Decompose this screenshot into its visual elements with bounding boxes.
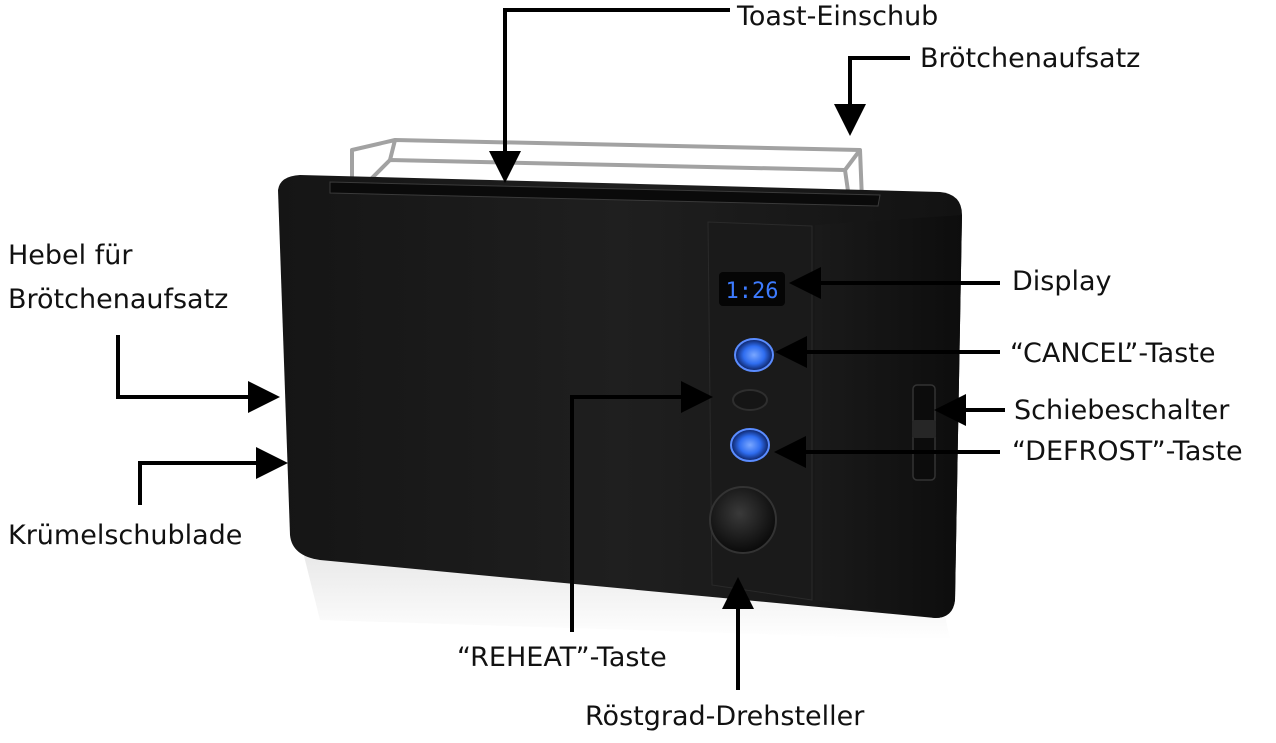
- leader-lines: [116, 8, 1005, 690]
- leader-reheat: [570, 381, 713, 632]
- slide-switch-knob[interactable]: [912, 420, 936, 438]
- label-toast-slot: Toast-Einschub: [737, 1, 939, 32]
- label-slide-switch: Schiebeschalter: [1014, 395, 1230, 426]
- label-display: Display: [1012, 266, 1112, 297]
- toaster-side-panel: [815, 215, 962, 618]
- leader-lever: [116, 335, 280, 413]
- browning-dial[interactable]: [709, 486, 777, 554]
- reheat-button[interactable]: [732, 389, 768, 411]
- label-bun-rack: Brötchenaufsatz: [920, 43, 1141, 74]
- label-crumb-tray: Krümelschublade: [8, 520, 243, 551]
- label-reheat-button: “REHEAT”-Taste: [457, 642, 667, 673]
- label-defrost-button: “DEFROST”-Taste: [1012, 436, 1243, 467]
- defrost-button[interactable]: [730, 428, 770, 462]
- display: [719, 272, 785, 306]
- label-cancel-button: “CANCEL”-Taste: [1010, 338, 1216, 369]
- leader-bun-rack: [834, 56, 910, 136]
- leader-toast-slot: [489, 8, 730, 183]
- leader-crumb-tray: [138, 447, 288, 505]
- display-value: 1:26: [726, 279, 779, 304]
- label-browning-dial: Röstgrad-Drehsteller: [585, 701, 865, 732]
- label-lever-line1: Hebel für: [8, 240, 133, 271]
- toast-slot: [329, 181, 881, 207]
- bun-rack: [350, 138, 864, 206]
- label-lever-line2: Brötchenaufsatz: [8, 284, 229, 315]
- cancel-button[interactable]: [734, 338, 774, 372]
